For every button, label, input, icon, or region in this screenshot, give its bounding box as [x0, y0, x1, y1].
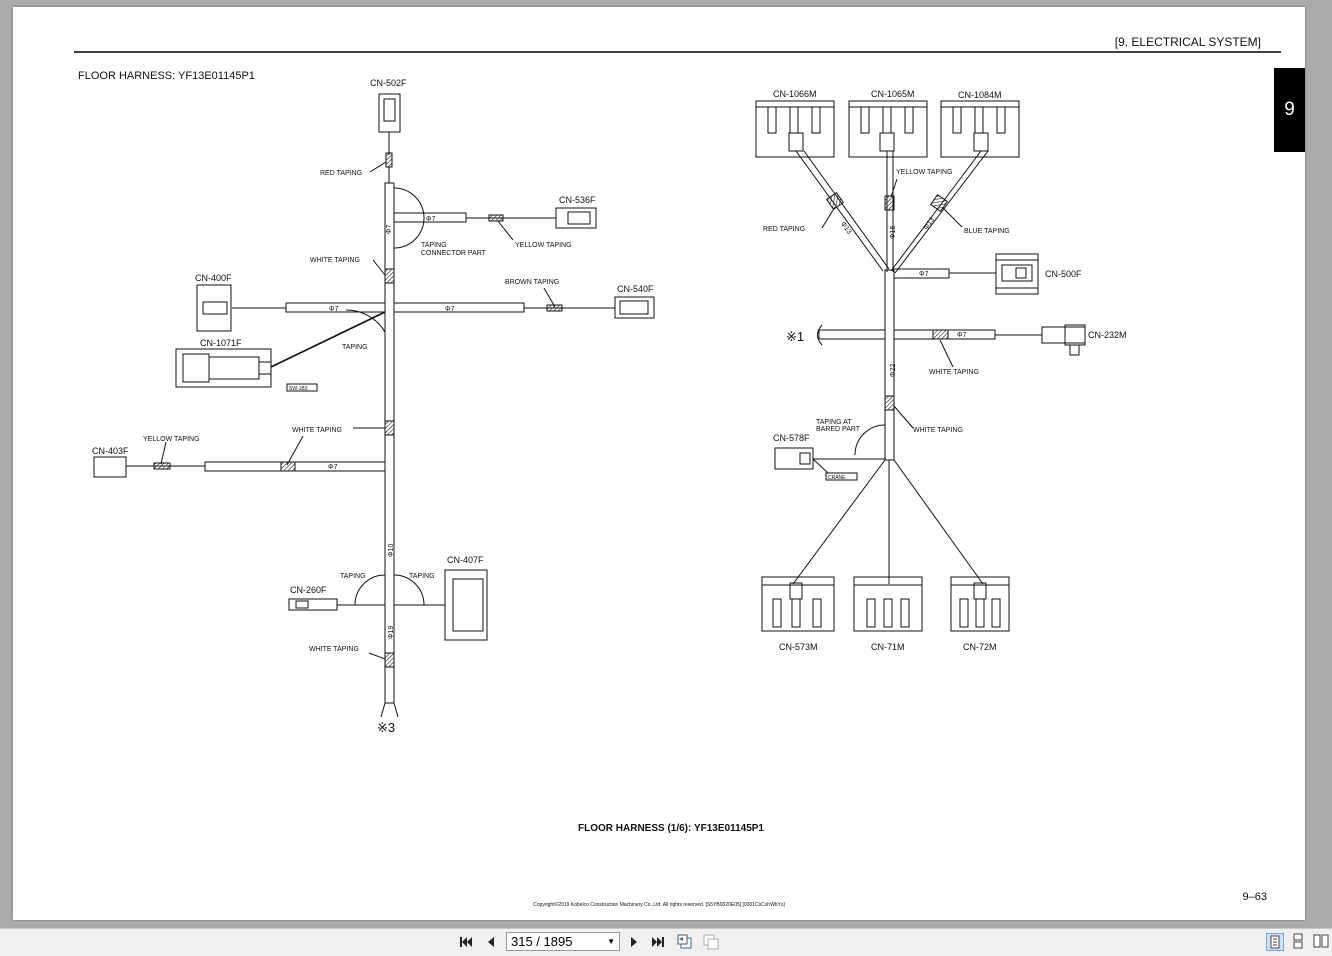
connector-cn500f: [995, 253, 1039, 295]
first-page-icon[interactable]: [458, 933, 474, 951]
label-white-taping-1: WHITE TAPING: [310, 257, 360, 264]
label-taping-bared-1: TAPING AT: [816, 419, 852, 426]
label-red-taping-r: RED TAPING: [763, 226, 805, 233]
connector-cn540f: [614, 296, 655, 319]
dim-19: Φ19: [388, 626, 395, 639]
connector-cn403f: [93, 456, 127, 478]
label-white-taping-3: WHITE TAPING: [309, 646, 359, 653]
connector-cn573m: [761, 576, 835, 632]
label-taping-connector-2: CONNECTOR PART: [421, 250, 487, 257]
connector-cn1071f: [175, 348, 272, 388]
dim-500: Φ7: [919, 271, 929, 278]
label-taping-connector-1: TAPING: [421, 242, 447, 249]
connector-cn260f: [288, 598, 338, 611]
chevron-down-icon[interactable]: ▼: [607, 937, 615, 946]
label-yellow-taping-536: YELLOW TAPING: [515, 242, 572, 249]
label-red-taping: RED TAPING: [320, 170, 362, 177]
label-taping-1071: TAPING: [342, 344, 368, 351]
label-white-taping-r2: WHITE TAPING: [913, 427, 963, 434]
dim-232: Φ7: [957, 332, 967, 339]
connector-cn72m: [950, 576, 1010, 632]
connector-cn407f: [444, 569, 488, 641]
connector-cn400f: [196, 284, 232, 332]
label-cn1066m: CN-1066M: [773, 89, 817, 99]
forward-view-icon[interactable]: [702, 933, 720, 951]
label-cn71m: CN-71M: [871, 642, 905, 652]
label-taping-407: TAPING: [409, 573, 435, 580]
label-taping-bared-2: BARED PART: [816, 426, 861, 433]
label-cn260f: CN-260F: [290, 585, 327, 595]
page-number: 9–63: [1243, 891, 1267, 903]
sw-tag-text: SW-1B3: [289, 386, 308, 392]
label-cn400f: CN-400F: [195, 273, 232, 283]
back-view-icon[interactable]: [676, 933, 694, 951]
connector-cn1066m: [755, 100, 835, 158]
label-cn578f: CN-578F: [773, 433, 810, 443]
connector-cn578f: [774, 447, 814, 470]
dim-400: Φ7: [329, 306, 339, 313]
connector-cn502f: [378, 93, 401, 133]
right-harness: [755, 100, 1086, 632]
label-yellow-taping-403: YELLOW TAPING: [143, 436, 200, 443]
label-brown-taping: BROWN TAPING: [505, 279, 559, 286]
dim-403: Φ7: [328, 464, 338, 471]
label-ref-1: ※1: [786, 329, 804, 344]
label-cn232m: CN-232M: [1088, 330, 1127, 340]
red-taping-mark: [385, 152, 393, 168]
dim-536: Φ7: [426, 216, 436, 223]
last-page-icon[interactable]: [650, 933, 666, 951]
label-cn1071f: CN-1071F: [200, 338, 242, 348]
single-page-view-icon[interactable]: [1266, 933, 1284, 951]
viewer-toolbar: 315 / 1895 ▼: [0, 928, 1332, 956]
label-white-taping-r1: WHITE TAPING: [929, 369, 979, 376]
label-cn500f: CN-500F: [1045, 269, 1082, 279]
chapter-header: [9. ELECTRICAL SYSTEM]: [1115, 35, 1261, 49]
label-cn540f: CN-540F: [617, 284, 654, 294]
sw-tag: [286, 383, 318, 392]
continuous-view-icon[interactable]: [1290, 933, 1308, 951]
label-cn573m: CN-573M: [779, 642, 818, 652]
copyright: Copyright©2019 Kobelco Construction Mach…: [533, 901, 785, 908]
connector-cn1084m: [940, 100, 1020, 158]
main-trunk: [384, 182, 395, 704]
label-white-taping-2: WHITE TAPING: [292, 427, 342, 434]
wiring-diagram: [9. ELECTRICAL SYSTEM] FLOOR HARNESS: YF…: [74, 35, 1281, 908]
dim-trunk: Φ7: [386, 224, 393, 234]
dim-15: Φ15: [890, 226, 897, 239]
label-yellow-taping-r: YELLOW TAPING: [896, 169, 953, 176]
crane-tag: [825, 472, 858, 481]
pdf-page: [9. ELECTRICAL SYSTEM] FLOOR HARNESS: YF…: [13, 7, 1305, 920]
dim-540: Φ7: [445, 306, 455, 313]
page-number-value: 315 / 1895: [511, 934, 573, 949]
facing-view-icon[interactable]: [1313, 933, 1331, 951]
label-cn72m: CN-72M: [963, 642, 997, 652]
crane-tag-text: CRANE: [828, 475, 846, 481]
dim-13-left: Φ13: [839, 221, 852, 236]
label-cn536f: CN-536F: [559, 195, 596, 205]
document-viewer[interactable]: [9. ELECTRICAL SYSTEM] FLOOR HARNESS: YF…: [0, 0, 1332, 928]
next-page-icon[interactable]: [627, 933, 641, 951]
dim-22: Φ22: [890, 364, 897, 377]
connector-cn1065m: [848, 100, 928, 158]
previous-page-icon[interactable]: [484, 933, 498, 951]
diagram-title: FLOOR HARNESS: YF13E01145P1: [78, 70, 255, 82]
label-cn1065m: CN-1065M: [871, 89, 915, 99]
label-taping-260: TAPING: [340, 573, 366, 580]
connector-cn536f: [555, 207, 597, 229]
left-harness: [93, 93, 655, 718]
chapter-tab: 9: [1274, 68, 1305, 152]
page-number-field[interactable]: 315 / 1895 ▼: [506, 932, 620, 951]
dim-10: Φ10: [388, 544, 395, 557]
label-ref-3: ※3: [377, 720, 395, 735]
label-cn502f: CN-502F: [370, 78, 407, 88]
label-blue-taping-r: BLUE TAPING: [964, 228, 1010, 235]
dim-13-right: Φ13: [923, 216, 936, 231]
figure-caption: FLOOR HARNESS (1/6): YF13E01145P1: [578, 823, 764, 834]
label-cn1084m: CN-1084M: [958, 90, 1002, 100]
label-cn403f: CN-403F: [92, 446, 129, 456]
label-cn407f: CN-407F: [447, 555, 484, 565]
connector-cn232m: [1041, 326, 1086, 344]
connector-cn71m: [853, 576, 923, 632]
